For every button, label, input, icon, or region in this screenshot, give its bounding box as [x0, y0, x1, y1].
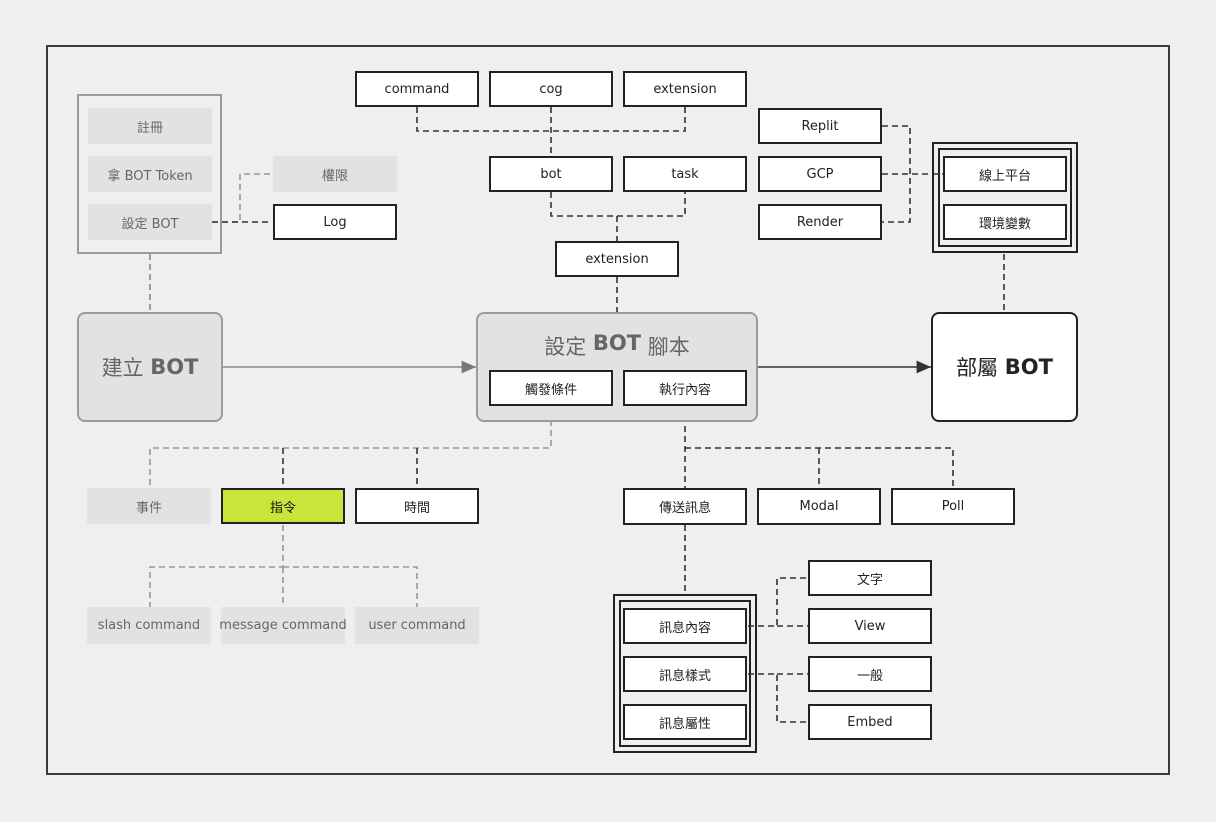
user-command-node: user command — [355, 607, 479, 644]
message-style-node: 訊息樣式 — [623, 656, 747, 692]
view-node: View — [808, 608, 932, 644]
permission-node: 權限 — [273, 156, 397, 192]
text-node: 文字 — [808, 560, 932, 596]
diagram-frame — [46, 45, 1170, 775]
build-steps-group — [77, 94, 222, 254]
send-message-node: 傳送訊息 — [623, 488, 747, 525]
hosting-group — [932, 142, 1078, 253]
bot-node: bot — [489, 156, 613, 192]
event-node: 事件 — [87, 488, 211, 524]
time-node: 時間 — [355, 488, 479, 524]
extension-node: extension — [555, 241, 679, 277]
script-bot-tail: 腳本 — [647, 335, 690, 359]
command-trigger-node: 指令 — [221, 488, 345, 524]
deploy-bot-cjk: 部屬 — [956, 356, 999, 380]
command-node: command — [355, 71, 479, 107]
normal-node: 一般 — [808, 656, 932, 692]
cog-node: cog — [489, 71, 613, 107]
log-node: Log — [273, 204, 397, 240]
execute-content-node: 執行內容 — [623, 370, 747, 406]
register-step: 註冊 — [88, 108, 212, 144]
task-node: task — [623, 156, 747, 192]
embed-node: Embed — [808, 704, 932, 740]
setup-bot-step: 設定 BOT — [88, 204, 212, 240]
build-bot-cjk: 建立 — [101, 356, 144, 380]
build-bot-bot: BOT — [150, 355, 199, 379]
slash-command-node: slash command — [87, 607, 211, 644]
online-platform-node: 線上平台 — [943, 156, 1067, 192]
deploy-bot-node: 部屬 BOT — [931, 312, 1078, 422]
trigger-condition-node: 觸發條件 — [489, 370, 613, 406]
poll-node: Poll — [891, 488, 1015, 525]
get-token-step: 拿 BOT Token — [88, 156, 212, 192]
message-settings-group — [613, 594, 757, 753]
render-node: Render — [758, 204, 882, 240]
message-command-node: message command — [219, 607, 347, 644]
modal-node: Modal — [757, 488, 881, 525]
deploy-bot-bot: BOT — [1004, 355, 1053, 379]
message-content-node: 訊息內容 — [623, 608, 747, 644]
gcp-node: GCP — [758, 156, 882, 192]
build-bot-node: 建立 BOT — [77, 312, 223, 422]
extension-top-node: extension — [623, 71, 747, 107]
script-bot-bot: BOT — [592, 331, 642, 355]
script-bot-cjk: 設定 — [544, 335, 587, 359]
env-vars-node: 環境變數 — [943, 204, 1067, 240]
replit-node: Replit — [758, 108, 882, 144]
message-attribute-node: 訊息屬性 — [623, 704, 747, 740]
